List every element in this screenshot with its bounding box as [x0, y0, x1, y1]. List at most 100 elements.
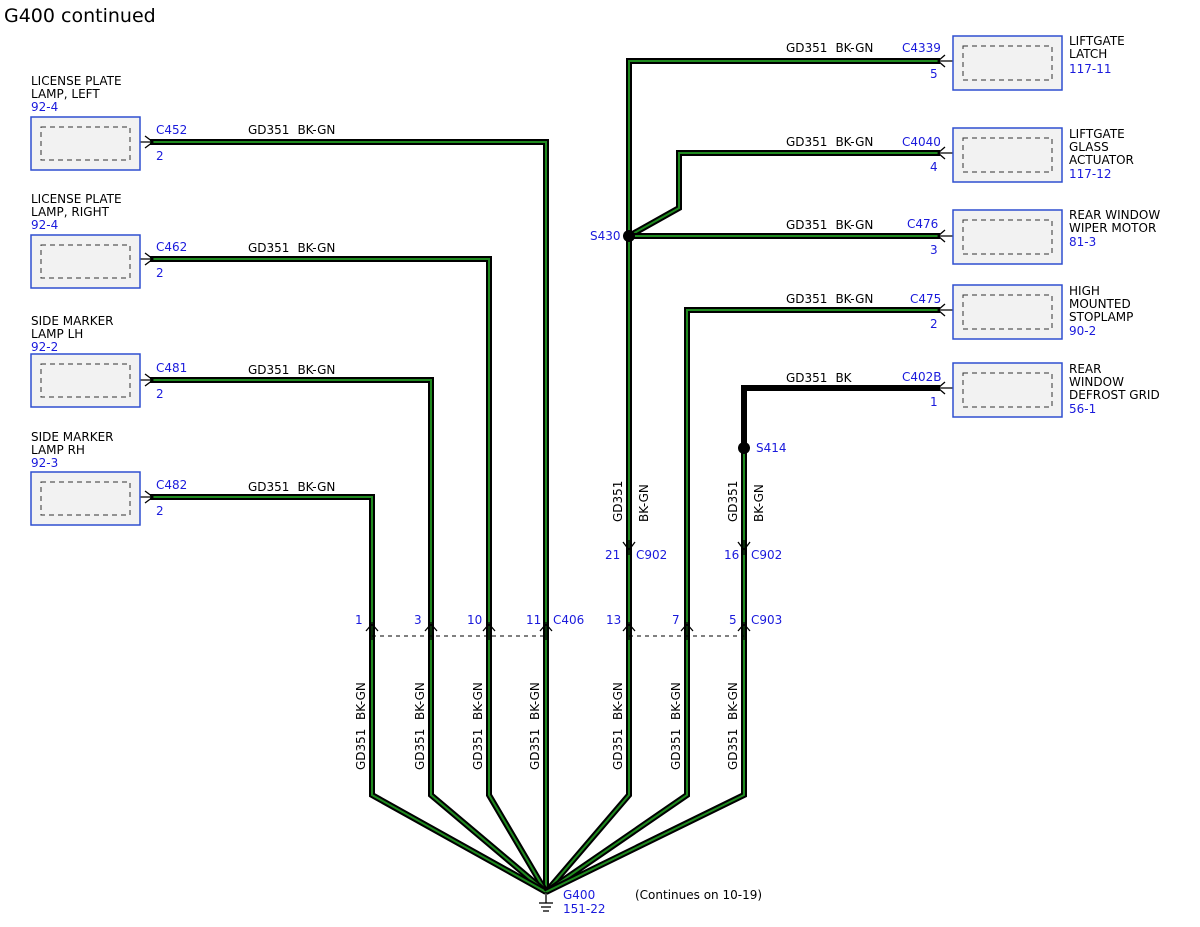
wire-color: BK-GN [637, 484, 651, 522]
connector-box [30, 116, 141, 171]
page-reference: 117-12 [1069, 167, 1112, 181]
connector-box [952, 35, 1063, 91]
wire-color: BK-GN [835, 135, 873, 149]
wire-code: GD351 [248, 123, 289, 137]
splice-label: S430 [590, 229, 621, 243]
component-name: ACTUATOR [1069, 153, 1134, 167]
component-name: LAMP, RIGHT [31, 205, 110, 219]
wire-code: GD351 [248, 480, 289, 494]
component-name: SIDE MARKER [31, 430, 113, 444]
wire-color: BK-GN [752, 484, 766, 522]
wire-code: GD351 [611, 729, 625, 770]
pin-number: 16 [724, 548, 739, 562]
component-name: LAMP LH [31, 327, 83, 341]
connector-c903: 13 7 5 C903 [606, 613, 782, 640]
wire-code: GD351 [471, 729, 485, 770]
component-name: SIDE MARKER [31, 314, 113, 328]
pin-number: 7 [672, 613, 680, 627]
wire-c462 [150, 256, 549, 894]
pin-number: 10 [467, 613, 482, 627]
component-name: LAMP, LEFT [31, 87, 100, 101]
left-connector-pins [130, 135, 155, 504]
wire-code: GD351 [248, 241, 289, 255]
pin-number: 3 [414, 613, 422, 627]
component-name: MOUNTED [1069, 297, 1131, 311]
component-name: GLASS [1069, 140, 1109, 154]
wire-color: BK-GN [297, 123, 335, 137]
wire-code: GD351 [786, 41, 827, 55]
pin-number: 4 [930, 160, 938, 174]
wire-code: GD351 [786, 218, 827, 232]
continuation-note: (Continues on 10-19) [635, 888, 762, 902]
wire-color: BK-GN [297, 241, 335, 255]
connector-label: C902 [636, 548, 667, 562]
page-reference: 117-11 [1069, 62, 1112, 76]
wire-color: BK-GN [835, 292, 873, 306]
connector-c902: 21 C902 16 C902 [605, 540, 782, 562]
svg-text:GD351: GD351 [611, 481, 625, 522]
pin-number: 5 [729, 613, 737, 627]
wire-color: BK-GN [297, 363, 335, 377]
upper-vertical-wire-labels: GD351 BK-GN GD351 BK-GN [611, 481, 766, 522]
page-reference: 92-4 [31, 218, 58, 232]
connector-box [30, 353, 141, 408]
splice-s414: S414 [738, 441, 787, 455]
ground-label: G400 [563, 888, 595, 902]
component-name: REAR WINDOW [1069, 208, 1160, 222]
wire-color: BK-GN [835, 41, 873, 55]
connector-box [30, 234, 141, 289]
component-name: WIPER MOTOR [1069, 221, 1156, 235]
connector-label: C402B [902, 370, 942, 384]
pin-number: 21 [605, 548, 620, 562]
component-name: DEFROST GRID [1069, 388, 1160, 402]
component-side-marker-lamp-lh: SIDE MARKER LAMP LH 92-2 C481 2 [30, 314, 187, 408]
connector-label: C4040 [902, 135, 941, 149]
page-reference: 151-22 [563, 902, 606, 916]
component-name: WINDOW [1069, 375, 1124, 389]
wire-color: BK-GN [726, 682, 740, 720]
page-reference: 81-3 [1069, 235, 1096, 249]
connector-label: C4339 [902, 41, 941, 55]
component-name: LIFTGATE [1069, 127, 1125, 141]
connector-label: C903 [751, 613, 782, 627]
wire-color: BK-GN [669, 682, 683, 720]
pin-number: 2 [156, 504, 164, 518]
page-reference: 92-2 [31, 340, 58, 354]
pin-number: 13 [606, 613, 621, 627]
wire-c402b [741, 385, 940, 448]
connector-box [952, 284, 1063, 340]
pin-number: 11 [526, 613, 541, 627]
wire-color: BK-GN [471, 682, 485, 720]
wire-color: BK-GN [835, 218, 873, 232]
page-title: G400 continued [4, 5, 156, 27]
wires [150, 58, 940, 895]
component-name: REAR [1069, 362, 1101, 376]
component-name: HIGH [1069, 284, 1100, 298]
component-name: STOPLAMP [1069, 310, 1133, 324]
component-rear-window-wiper-motor: REAR WINDOW WIPER MOTOR 81-3 C476 3 GD35… [786, 208, 1160, 265]
wire-code: GD351 [611, 481, 625, 522]
wire-c4040 [627, 150, 940, 239]
wire-color: BK-GN [354, 682, 368, 720]
wire-code: GD351 [669, 729, 683, 770]
pin-number: 1 [355, 613, 363, 627]
wire-code: GD351 [786, 371, 827, 385]
component-side-marker-lamp-rh: SIDE MARKER LAMP RH 92-3 C482 2 [30, 430, 187, 526]
page-reference: 92-4 [31, 100, 58, 114]
splice-s430: S430 [590, 229, 635, 243]
wire-color: BK-GN [297, 480, 335, 494]
wire-code: GD351 [413, 729, 427, 770]
component-license-plate-lamp-left: LICENSE PLATE LAMP, LEFT 92-4 C452 2 [30, 74, 187, 171]
page-reference: 56-1 [1069, 402, 1096, 416]
pin-number: 1 [930, 395, 938, 409]
component-name: LATCH [1069, 47, 1107, 61]
component-rear-window-defrost-grid: REAR WINDOW DEFROST GRID 56-1 C402B 1 GD… [786, 362, 1160, 418]
connector-box [952, 127, 1063, 183]
